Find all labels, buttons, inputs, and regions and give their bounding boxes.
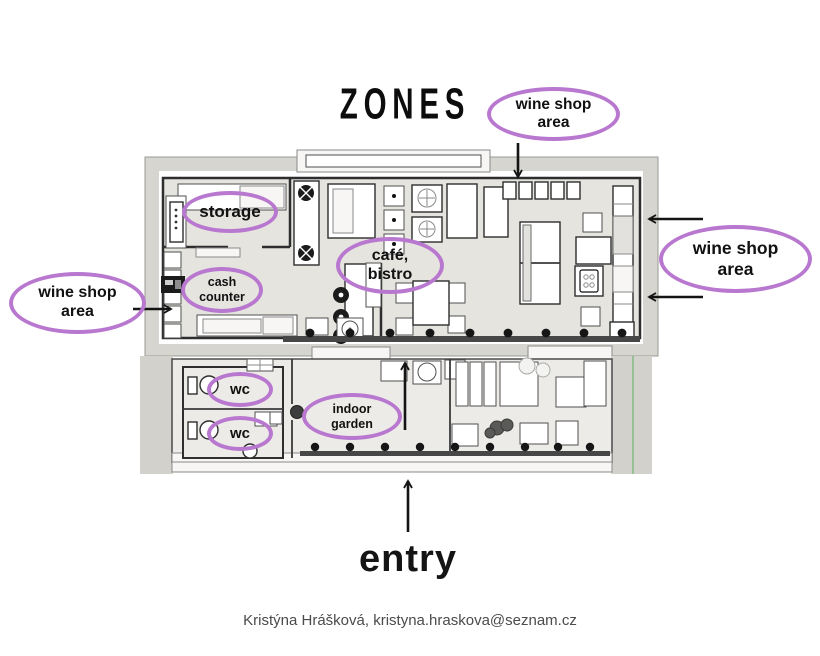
zone-bubble-wine-shop-left: wine shop area [9, 272, 146, 334]
zone-label-wine-shop-left-line1: wine shop [38, 284, 117, 302]
sofa-lounge [519, 212, 612, 327]
zone-label-wine-shop-left-line2: area [61, 303, 94, 320]
wine-rack-top [502, 181, 581, 200]
kitchen-row [293, 180, 509, 266]
zone-label-indoor-garden-line2: garden [331, 416, 373, 431]
zone-bubble-wc-upper: wc [207, 372, 273, 407]
zone-bubble-wc-lower: wc [207, 416, 273, 451]
zone-bubble-cash-counter: cash counter [181, 267, 263, 313]
zone-label-wine-shop-top-line2: area [537, 114, 570, 131]
zone-label-cafe-bistro-line2: bistro [367, 265, 413, 283]
stool-row-lower [300, 442, 610, 456]
entry-label: entry [359, 538, 457, 580]
credit-line: Kristýna Hrášková, kristyna.hraskova@sez… [243, 612, 577, 629]
zone-label-wine-shop-right-line2: area [717, 259, 754, 279]
left-shelving [161, 251, 185, 339]
skylight [296, 149, 491, 173]
zone-label-cash-counter-line2: counter [199, 290, 245, 304]
zone-bubble-cafe-bistro: café, bistro [336, 237, 444, 294]
zone-label-wine-shop-top-line1: wine shop [515, 95, 592, 113]
indoor-garden-area [290, 359, 466, 458]
stool-row-upper [283, 328, 640, 342]
zone-label-indoor-garden-line1: indoor [332, 401, 372, 416]
page-title: ZONES [339, 78, 471, 129]
zone-bubble-indoor-garden: indoor garden [302, 393, 402, 440]
zone-label-cafe-bistro-line1: café, [371, 246, 409, 264]
zone-label-storage: storage [199, 201, 261, 221]
zone-label-wine-shop-right-line1: wine shop [692, 238, 779, 259]
terrace-tables [451, 357, 607, 447]
zone-bubble-wine-shop-right: wine shop area [659, 225, 812, 293]
entry-vestibule [311, 345, 613, 361]
zone-label-wc-lower: wc [229, 424, 250, 442]
zone-bubble-wine-shop-top: wine shop area [487, 87, 620, 141]
right-shelving [609, 185, 635, 339]
zone-bubble-storage: storage [182, 191, 278, 233]
zone-label-cash-counter-line1: cash [207, 275, 237, 290]
zone-label-wc-upper: wc [229, 380, 250, 398]
